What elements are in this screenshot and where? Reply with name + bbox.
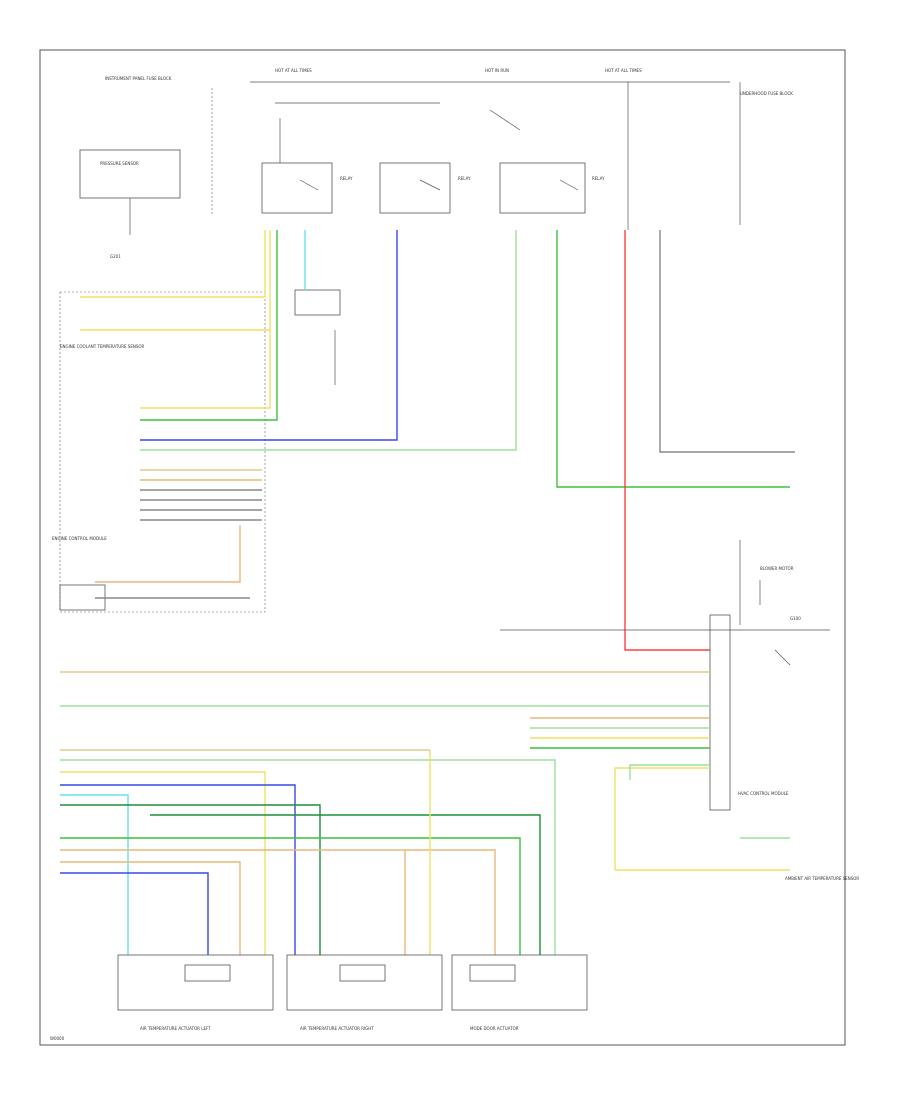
right-ground-label: G100: [790, 616, 801, 621]
small-relay-box: [294, 289, 341, 385]
left-module: ENGINE COOLANT TEMPERATURE SENSOR ENGINE…: [52, 291, 266, 613]
right-top-label: UNDERHOOD FUSE BLOCK: [740, 91, 793, 96]
svg-text:PRESSURE SENSOR: PRESSURE SENSOR: [100, 161, 139, 166]
left-fuse-block: INSTRUMENT PANEL FUSE BLOCK PRESSURE SEN…: [79, 76, 213, 259]
wire-blue-act: [60, 784, 296, 955]
wire-yellow-act: [60, 771, 266, 955]
wire-yellow-top: [80, 230, 266, 298]
top-fuse-label-2: HOT IN RUN: [485, 68, 509, 73]
svg-text:ENGINE COOLANT TEMPERATURE SEN: ENGINE COOLANT TEMPERATURE SENSOR: [60, 344, 145, 349]
wire-orange-act2: [60, 861, 241, 955]
svg-text:INSTRUMENT PANEL FUSE BLOCK: INSTRUMENT PANEL FUSE BLOCK: [105, 76, 172, 81]
svg-text:G201: G201: [110, 254, 121, 259]
svg-text:RELAY: RELAY: [340, 176, 353, 181]
wire-dkgreen-act2: [150, 814, 541, 955]
svg-text:RELAY: RELAY: [458, 176, 471, 181]
svg-text:BLOWER MOTOR: BLOWER MOTOR: [760, 566, 794, 571]
ambient-sensor-label: AMBIENT AIR TEMPERATURE SENSOR: [785, 876, 859, 881]
actuator-right: MODE DOOR ACTUATOR: [451, 954, 588, 1031]
wire-green-2: [556, 230, 790, 488]
svg-text:MODE DOOR ACTUATOR: MODE DOOR ACTUATOR: [470, 1026, 519, 1031]
wire-grey-1: [659, 230, 795, 453]
actuator-mid: AIR TEMPERATURE ACTUATOR RIGHT: [286, 954, 443, 1031]
diagram-border: [39, 49, 846, 1046]
top-fuse-label-1: HOT AT ALL TIMES: [275, 68, 312, 73]
relay-1: RELAY: [261, 118, 353, 214]
relay-2: RELAY: [379, 162, 471, 214]
wire-yellow-3: [140, 330, 271, 409]
wire-ltgreen-act: [60, 759, 556, 955]
wire-red-1: [624, 230, 710, 651]
hvac-module: HVAC CONTROL MODULE BLOWER MOTOR: [709, 540, 794, 811]
wire-ltgreen-ambient: [629, 764, 710, 780]
top-fuse-label-3: HOT AT ALL TIMES: [605, 68, 642, 73]
wire-dkgreen-act: [60, 804, 321, 955]
svg-text:ENGINE CONTROL MODULE: ENGINE CONTROL MODULE: [52, 536, 107, 541]
wire-yellow-ambient: [614, 767, 710, 870]
svg-text:HVAC CONTROL MODULE: HVAC CONTROL MODULE: [738, 791, 789, 796]
svg-text:AIR TEMPERATURE ACTUATOR RIGHT: AIR TEMPERATURE ACTUATOR RIGHT: [300, 1026, 374, 1031]
wire-yellow-2: [80, 230, 271, 331]
wire-ltblue-act: [60, 794, 129, 955]
wire-orange-act: [60, 849, 496, 955]
svg-text:RELAY: RELAY: [592, 176, 605, 181]
wire-ltgreen-1: [140, 230, 517, 451]
actuator-left: AIR TEMPERATURE ACTUATOR LEFT: [117, 954, 274, 1031]
module-pins-upper: [140, 469, 262, 521]
footer-code: W0000: [50, 1036, 65, 1041]
wire-blue-act2: [60, 872, 209, 955]
wire-green-1: [140, 230, 278, 421]
relay-3: RELAY: [489, 109, 605, 214]
wire-orange-lower: [95, 525, 241, 583]
svg-text:AIR TEMPERATURE ACTUATOR LEFT: AIR TEMPERATURE ACTUATOR LEFT: [140, 1026, 211, 1031]
wire-blue-1: [140, 230, 398, 441]
wire-green-act: [60, 837, 521, 955]
